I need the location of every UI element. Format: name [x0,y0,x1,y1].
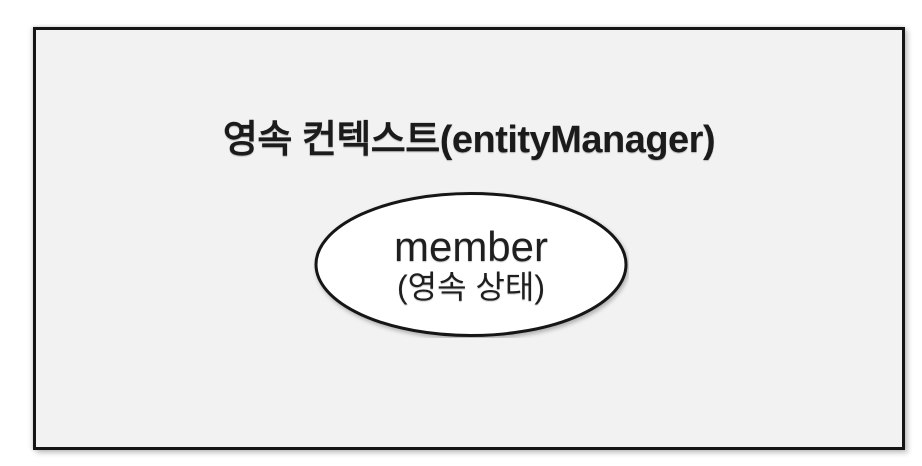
persistence-context-title: 영속 컨텍스트(entityManager) [222,119,716,161]
entity-ellipse-shape [314,192,628,337]
member-entity-node: member (영속 상태) [313,191,629,338]
entity-name-label: member [393,222,549,270]
entity-state-label: (영속 상태) [397,268,545,305]
entity-label-group: member (영속 상태) [313,191,629,338]
persistence-context-panel: 영속 컨텍스트(entityManager) [33,27,905,450]
